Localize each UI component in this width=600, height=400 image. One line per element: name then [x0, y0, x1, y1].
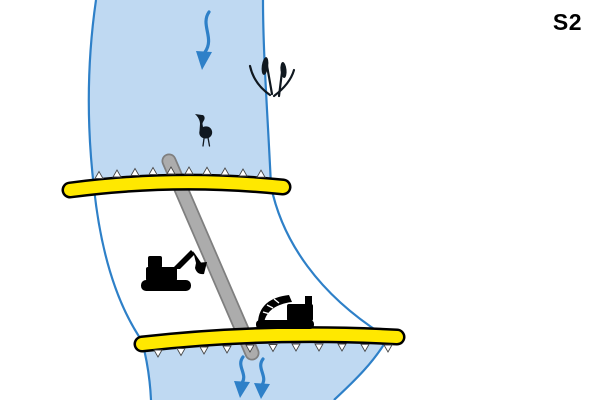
downstream-flow-arrows-icon [234, 355, 270, 399]
pile-marker [148, 166, 158, 175]
downstream-arrow-tail [239, 355, 246, 385]
upstream-arrow-head [196, 51, 212, 70]
pile-marker [94, 170, 104, 179]
bypass-pipe [161, 153, 260, 361]
pile-marker [130, 167, 140, 176]
pile-marker [383, 344, 393, 353]
downstream-arrow-tail [259, 357, 266, 387]
lower-dam-pile-markers [153, 343, 393, 358]
pile-marker [176, 348, 186, 357]
lower-cofferdam [133, 326, 406, 353]
upper-cofferdam [61, 173, 292, 199]
heron-icon [195, 114, 213, 147]
downstream-arrow-head [254, 383, 270, 399]
pile-marker [184, 166, 194, 175]
pile-marker [291, 343, 301, 352]
excavator-icon [141, 250, 207, 291]
pile-marker [238, 168, 248, 177]
conveyor-machine-icon [256, 295, 314, 329]
upstream-flow-arrow-icon [196, 10, 212, 70]
downstream-arrow-head [234, 381, 250, 398]
pile-marker [112, 169, 122, 178]
pile-marker [245, 344, 255, 353]
pile-marker [220, 167, 230, 176]
pile-marker [314, 343, 324, 352]
cattails-icon [248, 57, 296, 98]
phase-label: S2 [552, 9, 582, 35]
river-upstream-water [88, 0, 272, 188]
pile-marker [222, 345, 232, 354]
pile-marker [199, 346, 209, 355]
river-right-bank [261, 0, 390, 400]
pile-marker [153, 349, 163, 358]
pile-marker [268, 344, 278, 353]
pile-marker [166, 166, 176, 175]
pile-marker [337, 343, 347, 352]
upstream-arrow-tail [203, 10, 211, 54]
upper-dam-pile-markers [94, 166, 266, 179]
pile-marker [256, 169, 266, 178]
pile-marker [360, 343, 370, 353]
river-left-bank [87, 0, 153, 400]
pile-marker [202, 166, 212, 175]
